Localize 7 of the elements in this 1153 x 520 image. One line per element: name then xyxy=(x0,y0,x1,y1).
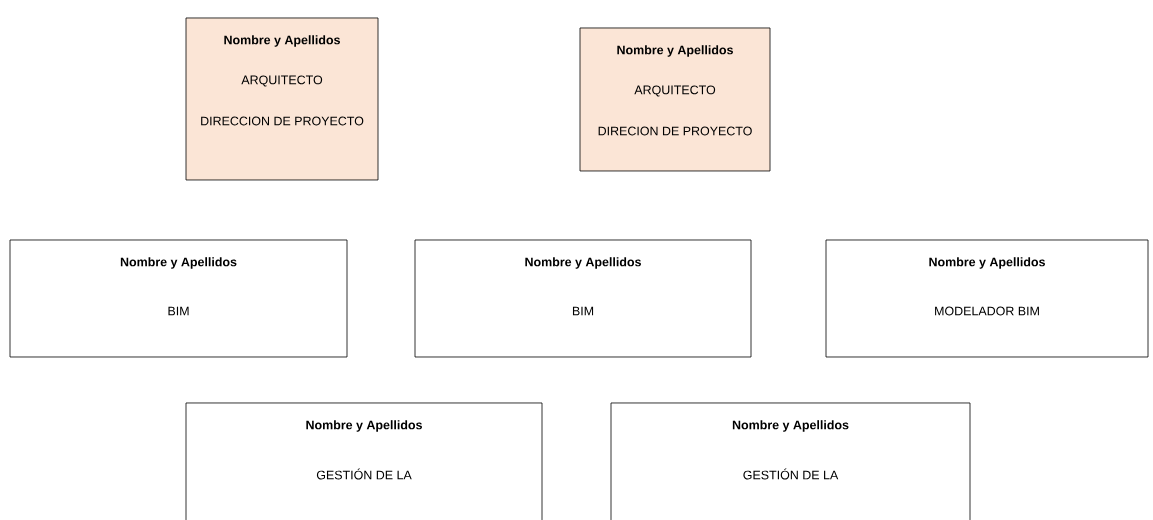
person-box: Nombre y Apellidos GESTIÓN DE LA xyxy=(610,402,971,520)
person-box: Nombre y Apellidos BIM xyxy=(9,239,348,358)
person-box: Nombre y Apellidos MODELADOR BIM xyxy=(825,239,1149,358)
person-box: Nombre y Apellidos ARQUITECTO DIRECION DE PROYECTO xyxy=(579,27,771,172)
person-box: Nombre y Apellidos BIM xyxy=(414,239,752,358)
person-box: Nombre y Apellidos GESTIÓN DE LA xyxy=(185,402,543,520)
person-box: Nombre y Apellidos ARQUITECTO DIRECCION DE PROYECTO xyxy=(185,17,379,181)
